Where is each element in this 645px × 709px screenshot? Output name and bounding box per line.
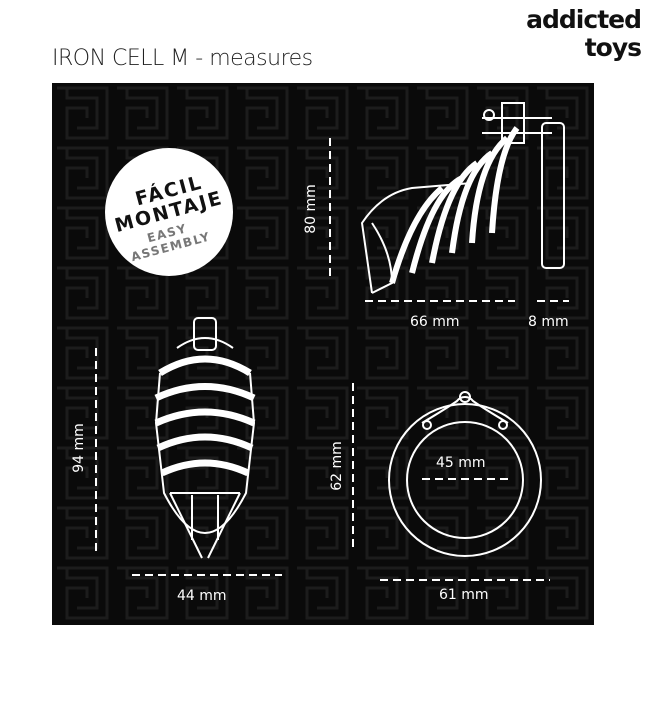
- side-length-label: 66 mm: [410, 314, 460, 330]
- ring-width-label: 61 mm: [439, 587, 489, 603]
- ring-inner-label: 45 mm: [436, 455, 486, 471]
- cage-drawings: [95, 102, 569, 581]
- ring-view: [388, 391, 542, 557]
- ring-gap-label: 8 mm: [528, 314, 569, 330]
- logo-line-2: toys: [584, 33, 642, 62]
- page-title: IRON CELL M - measures: [52, 46, 313, 71]
- logo-line-1: addicted: [526, 5, 642, 34]
- side-height-label: 80 mm: [302, 184, 319, 234]
- ring-height-label: 62 mm: [328, 441, 345, 491]
- easy-assembly-badge: FÁCIL MONTAJE EASY ASSEMBLY: [105, 148, 233, 276]
- front-view-cage: [154, 317, 256, 559]
- dimension-lines: [95, 138, 569, 581]
- front-width-label: 44 mm: [177, 588, 227, 604]
- measures-panel: FÁCIL MONTAJE EASY ASSEMBLY 80 mm 66 mm …: [52, 83, 594, 625]
- front-height-label: 94 mm: [70, 423, 87, 473]
- side-view-cage: [360, 102, 565, 294]
